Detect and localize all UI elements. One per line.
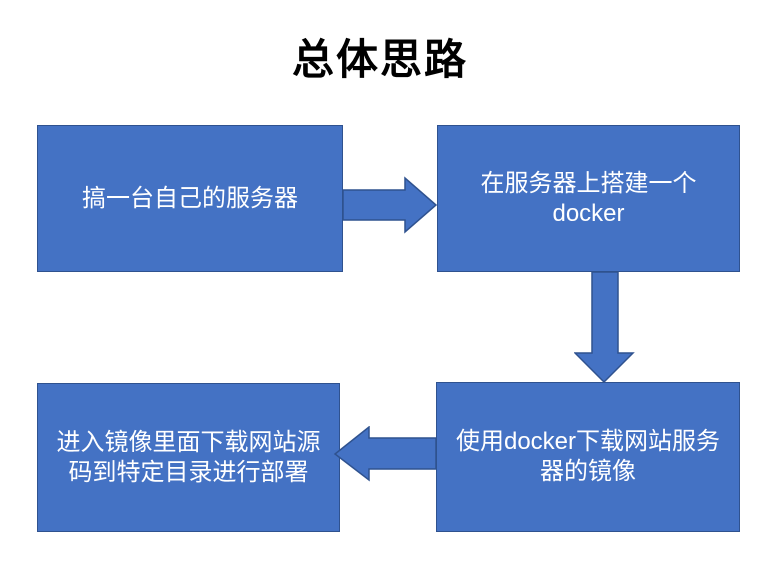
flow-node-pull-image-label: 使用docker下载网站服务 器的镜像 [455, 428, 721, 485]
right-arrow-icon [342, 176, 438, 234]
left-arrow-icon [333, 426, 437, 482]
flow-node-get-server-label: 搞一台自己的服务器 [82, 184, 298, 212]
flow-node-deploy-source-label: 进入镜像里面下载网站源 码到特定目录进行部署 [56, 428, 321, 486]
down-arrow-icon [574, 271, 635, 384]
flow-node-pull-image: 使用docker下载网站服务 器的镜像 [436, 382, 740, 532]
flow-node-deploy-source: 进入镜像里面下载网站源 码到特定目录进行部署 [37, 383, 340, 532]
flow-node-setup-docker-label: 在服务器上搭建一个 docker [480, 169, 697, 227]
diagram-title: 总体思路 [291, 36, 468, 83]
flow-node-get-server: 搞一台自己的服务器 [37, 125, 343, 272]
flow-node-setup-docker: 在服务器上搭建一个 docker [437, 125, 740, 272]
